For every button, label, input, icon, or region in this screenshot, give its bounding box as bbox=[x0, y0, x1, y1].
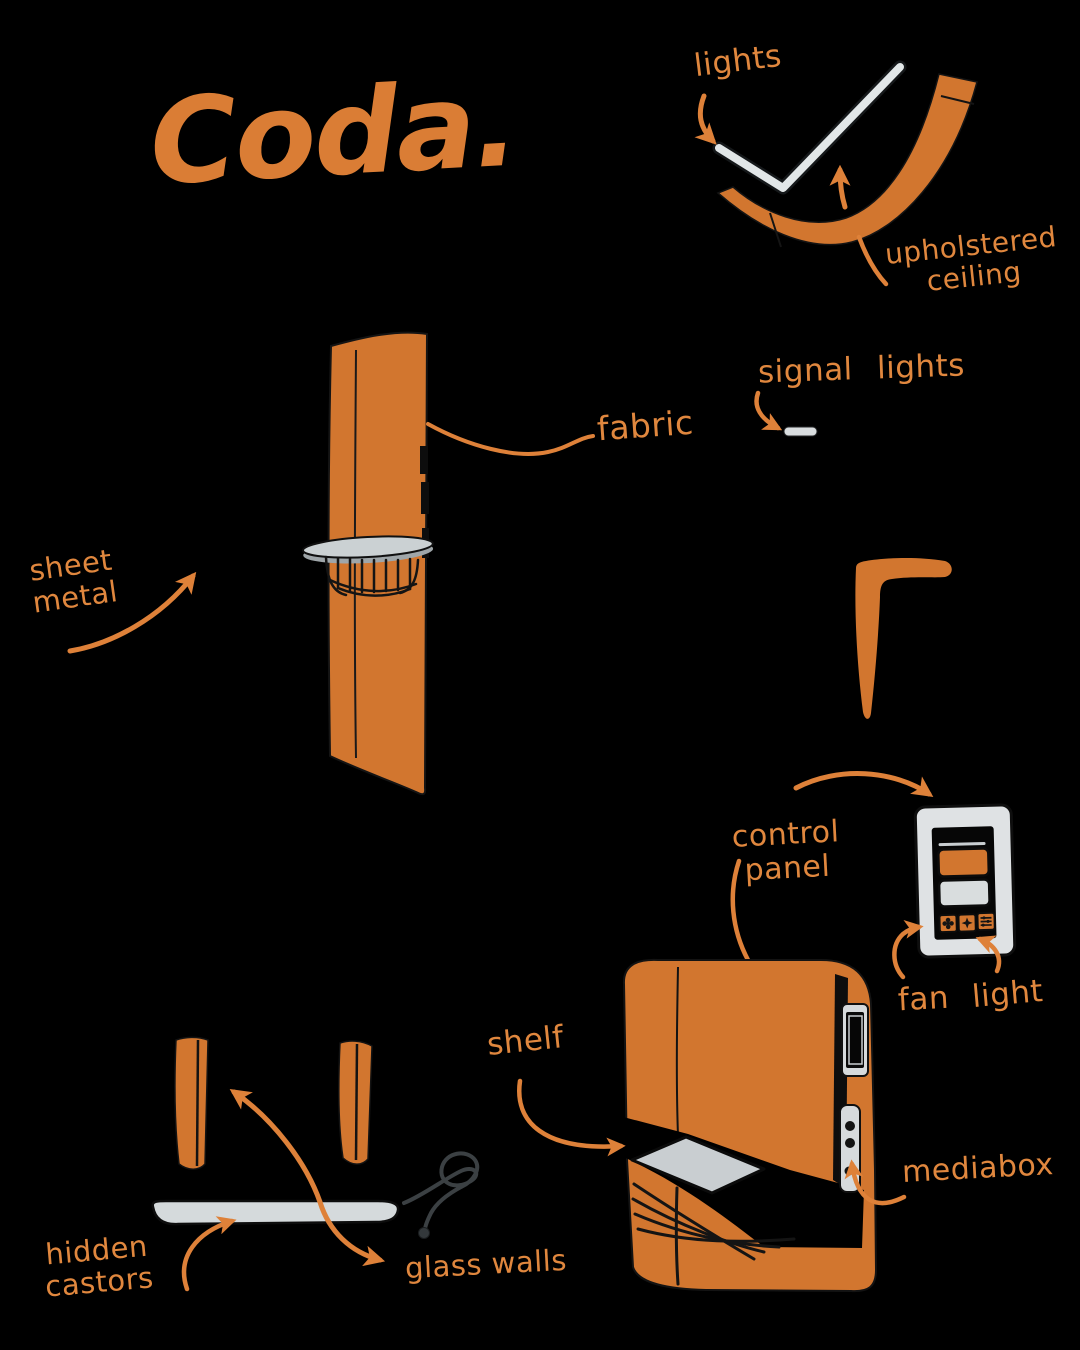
base-sketch bbox=[151, 1036, 480, 1292]
pillar-right-seam bbox=[354, 1043, 359, 1161]
control-panel-sketch bbox=[913, 803, 1017, 959]
castors-arrow-icon bbox=[181, 1216, 237, 1292]
light-strip-shadow bbox=[712, 60, 907, 195]
fan-icon bbox=[942, 917, 954, 930]
signal-light-bar bbox=[783, 426, 818, 437]
label-fabric: fabric bbox=[595, 402, 695, 449]
booth-sketch bbox=[612, 958, 878, 1293]
shelf-basket bbox=[324, 555, 420, 597]
fan-button[interactable] bbox=[938, 913, 958, 934]
light-button[interactable] bbox=[957, 913, 977, 933]
panel-button-orange[interactable] bbox=[937, 847, 991, 878]
upholstered-ceiling-panel bbox=[716, 73, 978, 246]
screen-highlight bbox=[938, 841, 986, 847]
pillar-left-seam bbox=[195, 1039, 200, 1167]
pillar-left bbox=[174, 1036, 209, 1170]
sheet-metal-corner-profile bbox=[855, 557, 952, 719]
lights-arrow-icon bbox=[694, 93, 717, 145]
label-fan: fan bbox=[897, 979, 950, 1019]
desk-pad bbox=[630, 1135, 766, 1195]
booth-seam bbox=[675, 966, 679, 1137]
booth-window bbox=[841, 1003, 869, 1077]
signal-lights-arrow-icon bbox=[754, 390, 783, 431]
ceiling-leader-line bbox=[856, 234, 889, 287]
fan-arrow-icon bbox=[892, 920, 924, 980]
panel-shelf bbox=[301, 535, 434, 564]
label-control-panel: control panel bbox=[731, 814, 841, 888]
shelf-arrow-icon bbox=[517, 1078, 626, 1157]
light-arrow-icon bbox=[975, 935, 1002, 974]
light-strip bbox=[715, 63, 904, 192]
control-panel-leader-line bbox=[730, 858, 751, 963]
fabric-panel bbox=[327, 331, 429, 796]
sheet-metal-arrow-icon bbox=[67, 571, 197, 654]
label-hidden-castors: hidden castors bbox=[43, 1228, 155, 1305]
control-panel-arrow-icon bbox=[793, 771, 934, 797]
base-platform bbox=[151, 1199, 400, 1226]
base-slats bbox=[631, 1182, 796, 1286]
fabric-panel-sketch bbox=[67, 331, 595, 796]
glass-walls-arrow-icon bbox=[229, 1089, 386, 1267]
panel-button-white[interactable] bbox=[937, 878, 991, 908]
fabric-leader-line bbox=[426, 422, 595, 456]
page-title: Coda. bbox=[146, 54, 520, 212]
sliders-icon bbox=[980, 916, 992, 927]
ceiling-arrow-icon bbox=[829, 164, 851, 210]
ceiling-sketch bbox=[694, 60, 978, 287]
light-icon bbox=[961, 917, 973, 929]
sliders-button[interactable] bbox=[976, 911, 996, 932]
mediabox-arrow-icon bbox=[844, 1159, 907, 1206]
mediabox-port[interactable] bbox=[845, 1138, 855, 1148]
label-light: light bbox=[970, 972, 1045, 1016]
label-signal-lights: signal lights bbox=[757, 347, 966, 391]
ceiling-seams bbox=[769, 95, 975, 248]
signal-lights-sketch bbox=[754, 390, 818, 437]
power-cord-icon bbox=[402, 1151, 480, 1239]
mediabox-port[interactable] bbox=[845, 1121, 855, 1131]
